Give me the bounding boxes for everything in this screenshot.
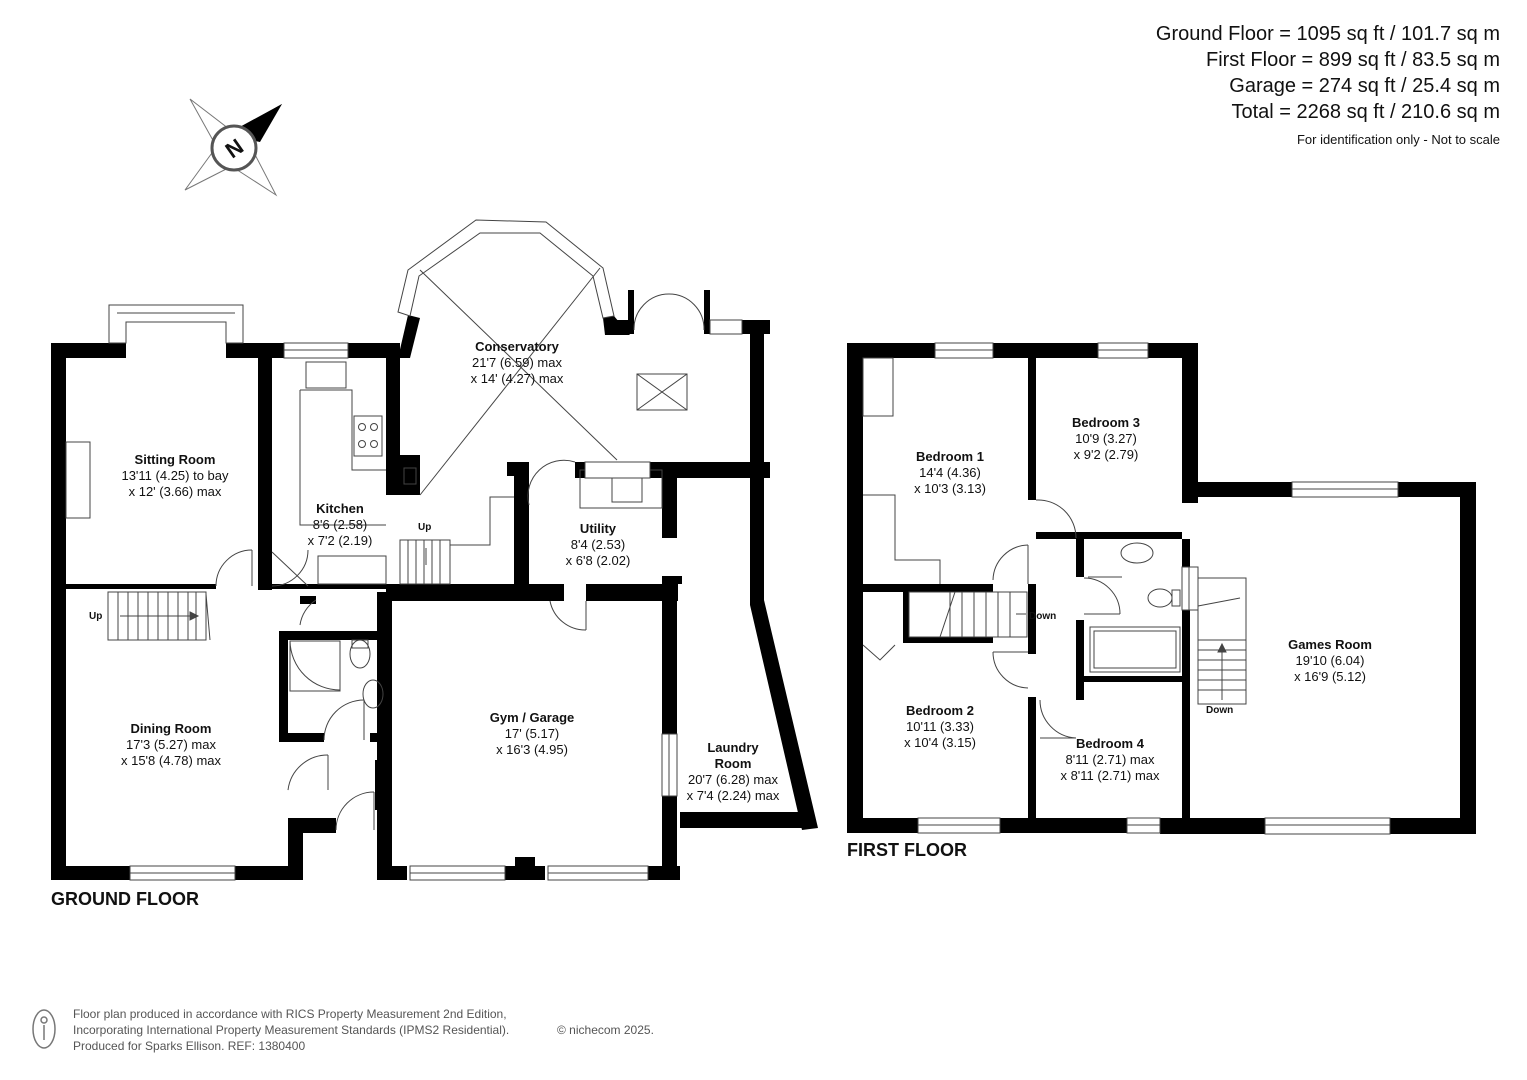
room-name: Games Room [1288, 637, 1372, 652]
footer-line-1: Floor plan produced in accordance with R… [73, 1007, 507, 1021]
room-bedroom-4: Bedroom 4 8'11 (2.71) max x 8'11 (2.71) … [1060, 736, 1159, 784]
room-dimension: 17' (5.17) [504, 726, 560, 741]
room-dimension: x 14' (4.27) max [470, 371, 564, 386]
room-dimension: x 8'11 (2.71) max [1060, 768, 1160, 783]
area-ground-floor: Ground Floor = 1095 sq ft / 101.7 sq m [1155, 23, 1500, 45]
room-gym-garage: Gym / Garage 17' (5.17) x 16'3 (4.95) [490, 710, 575, 758]
room-dimension: 21'7 (6.59) max [472, 355, 562, 370]
room-name: Bedroom 3 [1072, 415, 1140, 430]
room-dimension: 8'11 (2.71) max [1065, 752, 1155, 767]
room-name: Dining Room [130, 721, 212, 736]
area-total: Total = 2268 sq ft / 210.6 sq m [1231, 101, 1501, 123]
room-name: Utility [579, 521, 617, 536]
room-name: Gym / Garage [489, 710, 575, 725]
room-sitting-room: Sitting Room 13'11 (4.25) to bay x 12' (… [121, 452, 228, 500]
area-first-floor: First Floor = 899 sq ft / 83.5 sq m [1205, 49, 1500, 71]
room-dimension: 8'4 (2.53) [570, 537, 626, 552]
room-name: Bedroom 2 [906, 703, 974, 718]
first-floor-plan [847, 343, 1476, 834]
room-games-room: Games Room 19'10 (6.04) x 16'9 (5.12) [1288, 637, 1372, 685]
room-name: Laundry [707, 740, 759, 755]
room-dimension: x 6'8 (2.02) [565, 553, 631, 568]
first-floor-fixtures [862, 342, 1399, 835]
room-name: Bedroom 4 [1076, 736, 1144, 751]
room-name: Conservatory [475, 339, 559, 354]
stair-up-label: Up [418, 522, 432, 533]
room-dimension: x 7'2 (2.19) [307, 533, 373, 548]
room-name: Bedroom 1 [916, 449, 984, 464]
room-name: Sitting Room [134, 452, 216, 467]
ground-floor-fixtures [65, 219, 743, 881]
room-dimension: x 16'9 (5.12) [1294, 669, 1366, 684]
compass-rose-icon: N [184, 98, 282, 197]
room-bedroom-3: Bedroom 3 10'9 (3.27) x 9'2 (2.79) [1072, 415, 1140, 463]
footer-line-2: Incorporating International Property Mea… [73, 1023, 510, 1037]
room-utility: Utility 8'4 (2.53) x 6'8 (2.02) [566, 521, 631, 569]
footer-notes: Floor plan produced in accordance with R… [73, 1006, 654, 1054]
room-dimension: x 12' (3.66) max [128, 484, 222, 499]
room-dimension: 20'7 (6.28) max [688, 772, 778, 787]
stair-down-label: Down [1029, 611, 1057, 622]
room-dimension: x 15'8 (4.78) max [120, 753, 222, 768]
room-conservatory: Conservatory 21'7 (6.59) max x 14' (4.27… [471, 339, 564, 387]
room-dimension: x 16'3 (4.95) [496, 742, 568, 757]
room-dimension: 19'10 (6.04) [1295, 653, 1365, 668]
person-measure-icon [32, 1009, 56, 1049]
room-bedroom-1: Bedroom 1 14'4 (4.36) x 10'3 (3.13) [914, 449, 986, 497]
room-name-line2: Room [714, 756, 752, 771]
room-dimension: x 7'4 (2.24) max [686, 788, 780, 803]
first-floor-label: FIRST FLOOR [847, 840, 967, 860]
room-dining-room: Dining Room 17'3 (5.27) max x 15'8 (4.78… [121, 721, 221, 769]
ground-floor-label: GROUND FLOOR [51, 889, 199, 909]
stair-down-label: Down [1206, 705, 1234, 716]
room-dimension: x 10'3 (3.13) [914, 481, 986, 496]
room-dimension: 10'9 (3.27) [1075, 431, 1137, 446]
area-garage: Garage = 274 sq ft / 25.4 sq m [1229, 75, 1500, 97]
room-dimension: 8'6 (2.58) [312, 517, 368, 532]
room-dimension: x 10'4 (3.15) [904, 735, 976, 750]
not-to-scale-note: For identification only - Not to scale [1296, 132, 1500, 147]
room-name: Kitchen [316, 501, 364, 516]
room-dimension: 17'3 (5.27) max [126, 737, 216, 752]
room-bedroom-2: Bedroom 2 10'11 (3.33) x 10'4 (3.15) [904, 703, 976, 751]
stair-up-label: Up [89, 611, 103, 622]
footer-line-3: Produced for Sparks Ellison. REF: 138040… [73, 1039, 306, 1053]
ground-floor-plan [51, 290, 818, 880]
room-laundry-room: Laundry Room 20'7 (6.28) max x 7'4 (2.24… [687, 740, 780, 804]
room-dimension: 10'11 (3.33) [905, 719, 975, 734]
copyright-text: © nichecom 2025. [557, 1023, 654, 1037]
room-dimension: x 9'2 (2.79) [1073, 447, 1139, 462]
room-dimension: 14'4 (4.36) [919, 465, 981, 480]
room-dimension: 13'11 (4.25) to bay [121, 468, 229, 483]
room-kitchen: Kitchen 8'6 (2.58) x 7'2 (2.19) [308, 501, 373, 549]
